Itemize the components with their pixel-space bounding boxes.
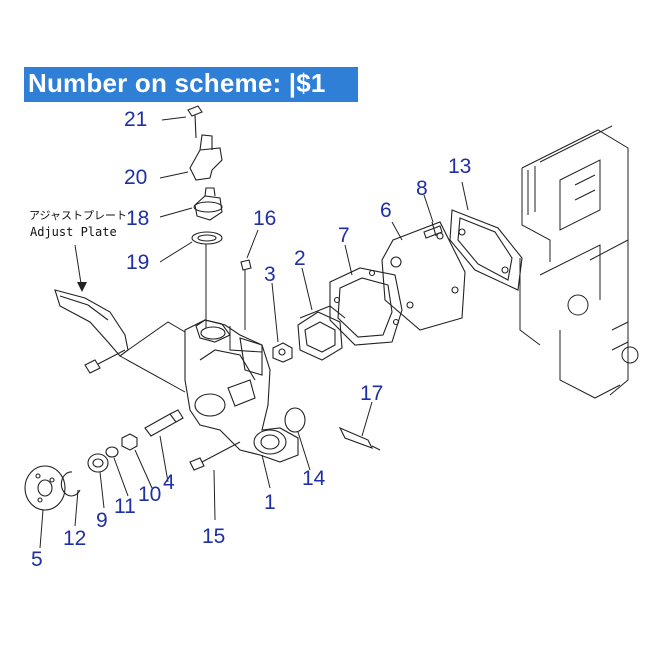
housing-20 [189, 134, 223, 181]
engine-block-outline [519, 125, 639, 399]
plate-bolt [84, 349, 126, 374]
adjust-plate-en-label: Adjust Plate [30, 225, 117, 239]
adjust-plate-jp-label: アジャストプレート [29, 209, 128, 222]
title-banner [24, 67, 358, 102]
callout-18: 18 [126, 207, 150, 230]
callout-21: 21 [124, 108, 148, 131]
callout-10: 10 [138, 483, 162, 506]
cover-6 [381, 221, 466, 331]
callout-11: 11 [114, 495, 136, 518]
callout-8: 8 [416, 177, 428, 200]
adjust-plate-arrow [77, 282, 87, 292]
callout-5: 5 [31, 548, 43, 571]
plug-16 [240, 259, 252, 271]
callout-14: 14 [302, 467, 326, 490]
bearing-9 [87, 453, 109, 473]
callout-6: 6 [380, 199, 392, 222]
callout-15: 15 [202, 525, 226, 548]
snap-ring-12 [60, 471, 81, 497]
callout-19: 19 [126, 251, 150, 274]
shaft-4 [144, 409, 184, 437]
o-ring-14 [284, 407, 306, 433]
pulley-5 [24, 465, 66, 511]
seal-19 [191, 231, 223, 245]
gasket-7 [329, 267, 403, 346]
callout-4: 4 [163, 471, 175, 494]
callout-9: 9 [96, 509, 108, 532]
banner-text: Number on scheme: |$1 [28, 68, 326, 98]
callout-2: 2 [294, 247, 306, 270]
callout-12: 12 [63, 527, 87, 550]
callout-20: 20 [124, 166, 148, 189]
nut-3 [272, 342, 293, 363]
adjust-plate [54, 289, 129, 357]
callout-13: 13 [448, 155, 472, 178]
callout-17: 17 [360, 382, 384, 405]
callout-7: 7 [338, 224, 350, 247]
callout-16: 16 [253, 207, 277, 230]
bolt-15 [189, 441, 241, 471]
impeller-2 [297, 305, 346, 361]
washer-11 [105, 446, 119, 458]
nut-10 [121, 433, 138, 451]
callout-1: 1 [264, 491, 276, 514]
sensor-17 [338, 426, 381, 451]
pump-body-1 [184, 319, 299, 463]
gasket-13 [449, 209, 523, 291]
thermostat-18 [193, 187, 223, 221]
bolt-21 [187, 105, 203, 139]
leader-lines [39, 116, 469, 549]
callout-3: 3 [264, 263, 276, 286]
